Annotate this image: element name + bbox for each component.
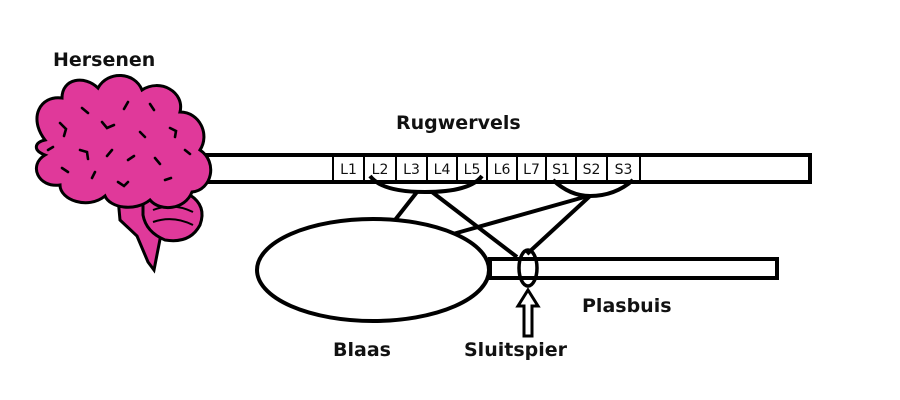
vertebra-label: L7 [523,162,540,178]
nerve-sacral-to-bladder [452,194,589,236]
sphincter-label: Sluitspier [464,339,567,361]
vertebra-label: S2 [583,162,601,178]
bladder-label: Blaas [333,339,391,361]
vertebrae-segments: L1 L2 L3 L4 L5 L6 L7 S1 S2 S3 [332,155,641,182]
vertebra-label: S1 [552,162,570,178]
up-arrow-icon [515,287,541,338]
nerve-lumbar-to-sphincter [430,190,519,259]
nerve-connections [368,174,635,259]
vertebra-label: S3 [615,162,633,178]
nerve-lumbar-to-bladder [393,190,419,222]
urethra-tube [488,257,779,280]
vertebra-l2: L2 [372,162,389,178]
vertebra-s2: S2 [583,162,601,178]
sphincter-ring [517,248,539,288]
vertebra-l1: L1 [340,162,357,178]
vertebra-l3: L3 [403,162,420,178]
vertebra-label: L1 [340,162,357,178]
vertebra-label: L4 [434,162,451,178]
spine-label: Rugwervels [396,112,521,134]
vertebra-l7: L7 [523,162,540,178]
vertebra-label: L6 [494,162,511,178]
vertebra-label: L5 [464,162,481,178]
brain-label: Hersenen [53,49,156,71]
nerve-sacral-to-sphincter [525,194,592,256]
vertebra-l4: L4 [434,162,451,178]
vertebra-s1: S1 [552,162,570,178]
brain-icon [34,74,213,274]
lumbar-nerve-bracket [368,174,484,195]
bladder-shape [255,217,491,323]
vertebra-s3: S3 [615,162,633,178]
vertebra-label: L3 [403,162,420,178]
vertebra-l6: L6 [494,162,511,178]
urethra-label: Plasbuis [582,295,672,317]
vertebra-l5: L5 [464,162,481,178]
vertebra-label: L2 [372,162,389,178]
